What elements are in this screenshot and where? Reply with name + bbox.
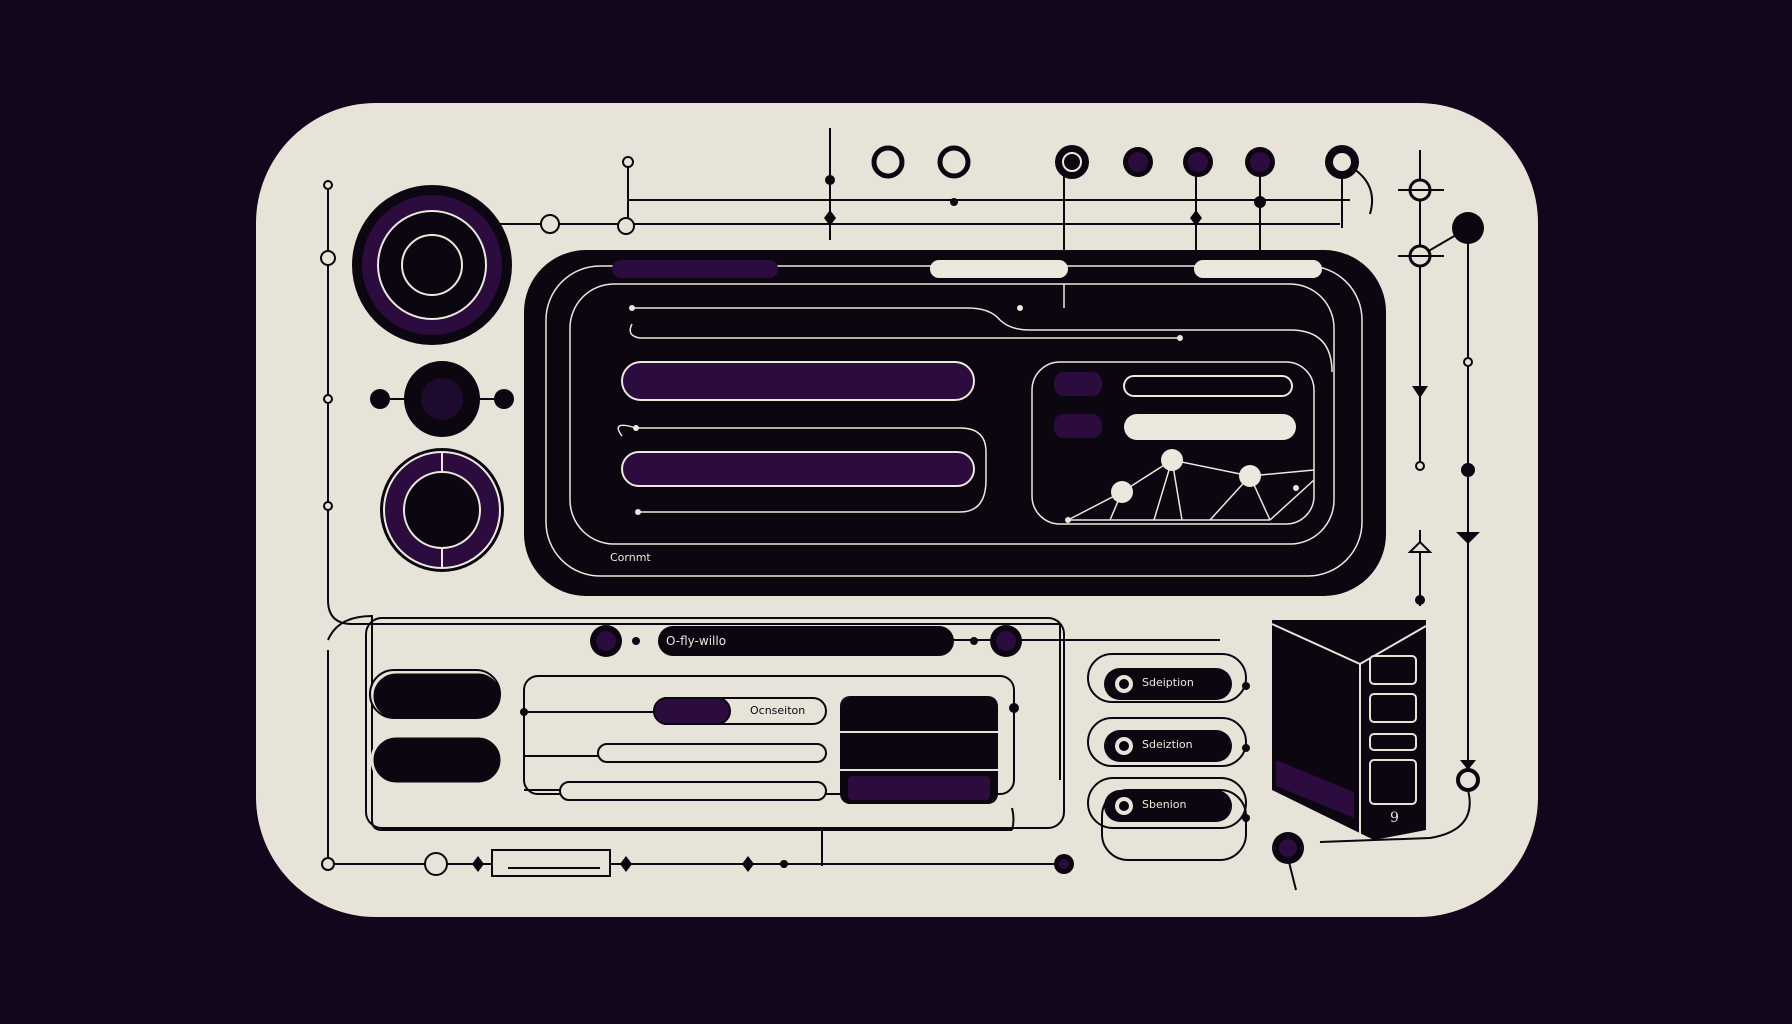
node-icon[interactable] bbox=[937, 145, 971, 179]
left-button-2[interactable] bbox=[370, 734, 504, 786]
progress-bar-1 bbox=[621, 361, 975, 401]
left-rail-nodes bbox=[320, 156, 635, 511]
subscription-label-2[interactable]: Sdeiztion bbox=[1142, 738, 1193, 751]
toolbar-input[interactable] bbox=[658, 626, 954, 656]
action-button-label[interactable]: Ocnseiton bbox=[750, 704, 806, 717]
bottom-input[interactable] bbox=[491, 849, 611, 877]
subscription-label-1[interactable]: Sdeiption bbox=[1142, 676, 1194, 689]
diamond-icon bbox=[472, 856, 484, 872]
right-rail-nodes bbox=[1398, 178, 1484, 792]
node-icon[interactable] bbox=[871, 145, 905, 179]
device-cabinet bbox=[1271, 620, 1427, 864]
toolbar-input-label[interactable]: O-fly-willo bbox=[666, 634, 727, 648]
main-panel-footer-label: Cornmt bbox=[610, 551, 651, 564]
header-tab-1[interactable] bbox=[612, 260, 778, 278]
slider-track-1[interactable] bbox=[597, 743, 827, 763]
header-tab-3[interactable] bbox=[1194, 260, 1322, 278]
left-button-1[interactable] bbox=[370, 670, 504, 722]
subscription-group bbox=[1087, 653, 1250, 861]
main-panel bbox=[524, 250, 1386, 596]
triangle-icon bbox=[1456, 532, 1480, 544]
top-node-row bbox=[824, 145, 1359, 226]
target-icon bbox=[352, 185, 512, 345]
header-tab-2[interactable] bbox=[930, 260, 1068, 278]
device-glyph: 9 bbox=[1390, 810, 1399, 826]
ring-icon bbox=[380, 448, 504, 572]
subscription-label-3[interactable]: Sbenion bbox=[1142, 798, 1187, 811]
subscription-item-2[interactable] bbox=[1104, 730, 1232, 762]
subscription-item-3[interactable] bbox=[1104, 790, 1232, 822]
progress-bar-2 bbox=[621, 451, 975, 487]
dial-icon bbox=[370, 361, 514, 437]
slider-track-2[interactable] bbox=[559, 781, 827, 801]
bottom-left-panel bbox=[365, 617, 1065, 829]
bottom-rail bbox=[321, 849, 1074, 877]
subscription-item-1[interactable] bbox=[1104, 668, 1232, 700]
